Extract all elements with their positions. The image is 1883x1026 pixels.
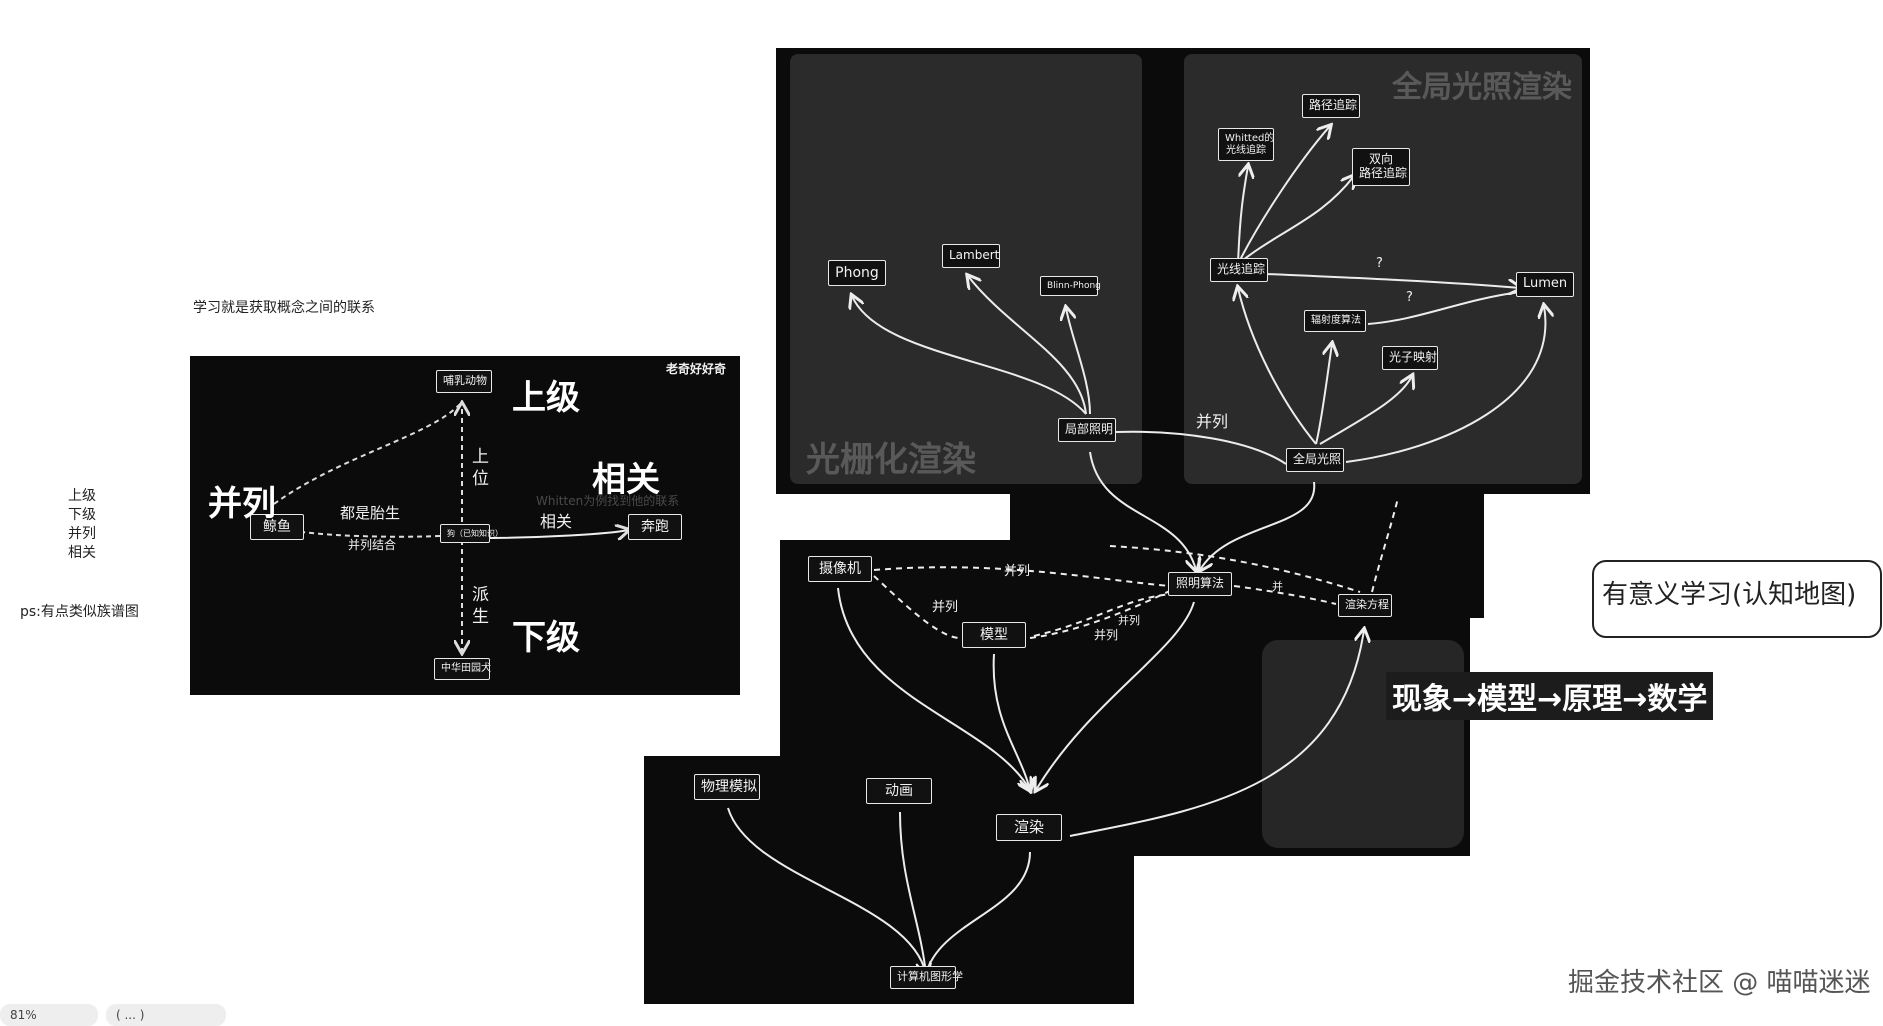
edge-question-1: ? — [1376, 256, 1383, 271]
node-ray-tracing: 光线追踪 — [1210, 258, 1268, 282]
relation-list: 上级 下级 并列 相关 — [68, 487, 96, 563]
edge-combine: 并列结合 — [348, 538, 397, 552]
edge-parallel-1: 并列 — [1004, 564, 1031, 579]
node-lumen: Lumen — [1516, 272, 1574, 297]
watermark-global: 全局光照渲染 — [1392, 70, 1572, 105]
node-animation: 动画 — [866, 778, 932, 805]
edge-question-2: ? — [1406, 290, 1413, 305]
meaningful-learning-callout: 有意义学习(认知地图) — [1592, 560, 1882, 638]
node-whitted: Whitted的 光线追踪 — [1218, 128, 1274, 161]
node-path-tracing: 路径追踪 — [1302, 94, 1360, 118]
node-global-illumination: 全局光照 — [1286, 448, 1344, 472]
edge-parallel-4: 并列 — [1118, 614, 1140, 627]
node-lighting-algorithm: 照明算法 — [1168, 572, 1232, 596]
edge-upper: 上 位 — [472, 447, 489, 489]
node-dog: 狗（已知知识） — [440, 524, 503, 544]
node-chinese-dog: 中华田园犬 — [434, 658, 491, 680]
node-phong: Phong — [828, 260, 886, 287]
intro-note: 学习就是获取概念之间的联系 — [193, 300, 375, 316]
relation-item: 上级 — [68, 488, 96, 504]
node-lambert: Lambert — [942, 244, 1000, 268]
label-superior: 上级 — [512, 378, 580, 418]
edge-viviparous: 都是胎生 — [340, 504, 401, 522]
edge-parallel-tile: 并列 — [1196, 412, 1229, 431]
node-run: 奔跑 — [628, 514, 682, 541]
relation-item: 相关 — [68, 545, 96, 561]
node-mammal: 哺乳动物 — [436, 370, 492, 393]
footer-credit: 掘金技术社区 @ 喵喵迷迷 — [1568, 968, 1871, 998]
ps-note: ps:有点类似族谱图 — [20, 604, 139, 620]
label-parallel: 并列 — [208, 484, 276, 524]
node-camera: 摄像机 — [808, 556, 872, 583]
edge-derived: 派 生 — [472, 585, 489, 627]
label-related: 相关 — [592, 460, 660, 500]
node-radiosity: 辐射度算法 — [1304, 310, 1366, 332]
author-watermark: 老奇好好奇 — [666, 362, 727, 376]
node-photon-mapping: 光子映射 — [1382, 346, 1438, 370]
edge-parallel-5: 并列 — [1094, 628, 1119, 642]
node-bidir-path: 双向 路径追踪 — [1352, 148, 1410, 186]
node-computer-graphics: 计算机图形学 — [890, 966, 963, 989]
node-render: 渲染 — [996, 814, 1062, 842]
label-inferior: 下级 — [512, 618, 580, 658]
node-render-equation: 渲染方程 — [1338, 594, 1392, 617]
node-model: 模型 — [962, 622, 1026, 649]
node-blinn-phong: Blinn-Phong — [1040, 276, 1101, 297]
node-physics-sim: 物理模拟 — [694, 774, 760, 801]
phenomenon-chain-banner: 现象→模型→原理→数学 — [1386, 672, 1714, 720]
relation-diagram: 老奇好好奇 哺乳动物 鲸鱼 狗（已知知识） 奔跑 中华田园犬 上级 并列 相关 … — [190, 356, 740, 695]
ghost-caption: Whitten为例找到他的联系 — [536, 494, 680, 508]
zoom-chip[interactable]: 81% — [0, 1004, 98, 1026]
relation-item: 并列 — [68, 526, 96, 542]
relation-item: 下级 — [68, 507, 96, 523]
watermark-raster: 光栅化渲染 — [806, 440, 976, 480]
edge-parallel-2: 并列 — [932, 600, 959, 615]
node-whale: 鲸鱼 — [250, 514, 304, 541]
edge-relate: 相关 — [540, 512, 573, 531]
edge-parallel-3: 并 — [1272, 580, 1283, 593]
more-chip[interactable]: ( ... ) — [106, 1004, 226, 1026]
node-local-lighting: 局部照明 — [1058, 418, 1116, 442]
